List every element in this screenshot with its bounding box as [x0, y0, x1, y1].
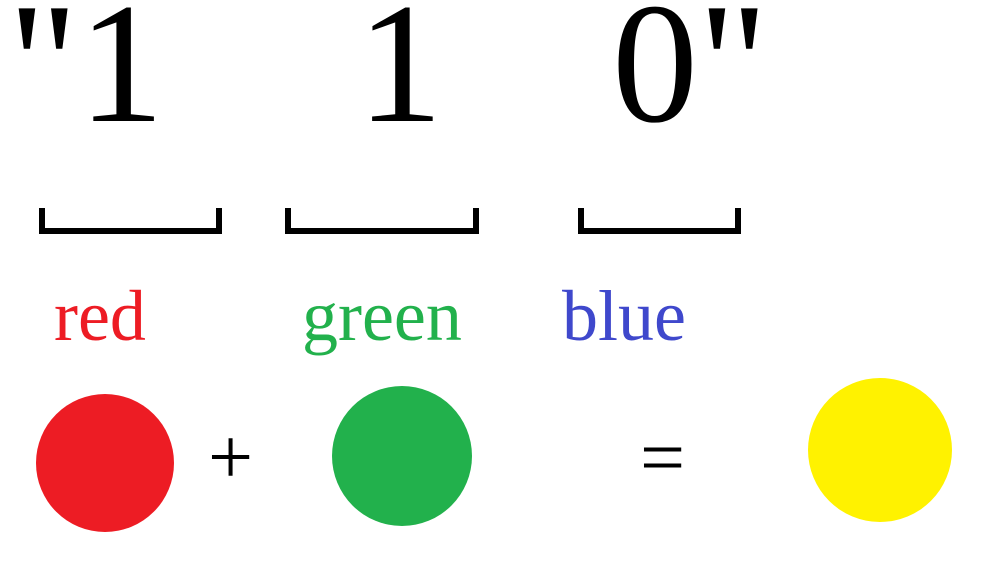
bracket-red: [39, 208, 222, 234]
bracket-blue: [578, 208, 741, 234]
bit-red-digit: "1: [8, 0, 165, 159]
channel-label-green: green: [302, 276, 462, 356]
bit-blue-digit: 0": [612, 0, 769, 159]
red-circle: [36, 394, 174, 532]
yellow-circle: [808, 378, 952, 522]
equals-sign: =: [640, 414, 686, 502]
channel-label-red: red: [54, 276, 146, 356]
bit-green-digit: 1: [357, 0, 443, 159]
channel-label-blue: blue: [562, 276, 686, 356]
plus-sign: +: [208, 414, 254, 502]
bracket-green: [285, 208, 479, 234]
green-circle: [332, 386, 472, 526]
